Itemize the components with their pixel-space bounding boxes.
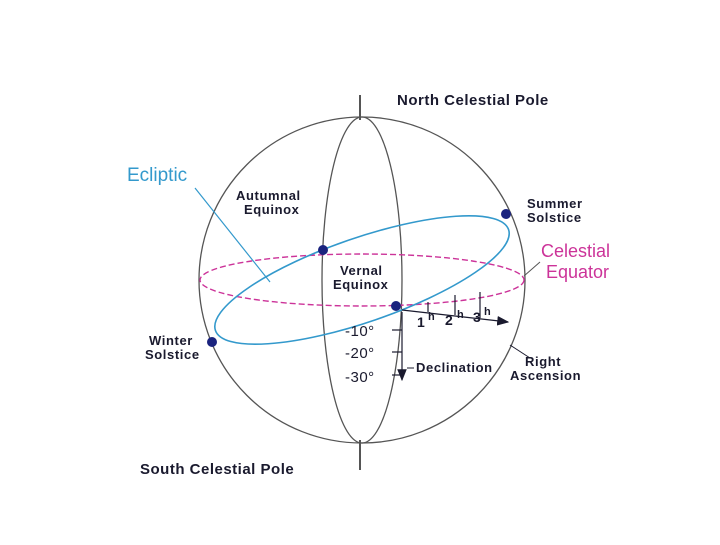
declination-tick-label-1: -10° (345, 323, 375, 340)
equator-label-line-1: Celestial (541, 241, 610, 261)
ecliptic-label: Ecliptic (127, 165, 187, 186)
south-pole-label: South Celestial Pole (140, 461, 294, 478)
equator-label-line-2: Equator (546, 262, 609, 282)
declination-label: Declination (416, 360, 493, 375)
right-ascension-label-line-2: Ascension (510, 368, 581, 383)
summer-solstice-label-line-1: Summer (527, 196, 583, 211)
declination-tick-label-3: -30° (345, 369, 375, 386)
ra-tick-unit-2: h (457, 309, 464, 321)
ra-tick-label-1: 1 (417, 314, 425, 330)
declination-tick-label-2: -20° (345, 345, 375, 362)
autumnal-equinox-label-line-1: Autumnal (236, 188, 301, 203)
winter-solstice-label-line-1: Winter (149, 333, 193, 348)
vernal-equinox-label-line-1: Vernal (340, 263, 383, 278)
ra-tick-label-2: 2 (445, 312, 453, 328)
winter-solstice-label-line-2: Solstice (145, 347, 200, 362)
autumnal-equinox-label-line-2: Equinox (244, 202, 300, 217)
north-pole-label: North Celestial Pole (397, 92, 549, 109)
winter-solstice-point (207, 337, 217, 347)
summer-solstice-point (501, 209, 511, 219)
right-ascension-label-line-1: Right (525, 354, 561, 369)
equator-leader-line (524, 262, 540, 276)
vernal-equinox-label-line-2: Equinox (333, 277, 389, 292)
ra-tick-label-3: 3 (473, 309, 481, 325)
ra-tick-unit-3: h (484, 306, 491, 318)
summer-solstice-label-line-2: Solstice (527, 210, 582, 225)
ra-tick-unit-1: h (428, 311, 435, 323)
autumnal-equinox-point (318, 245, 328, 255)
vernal-equinox-point (391, 301, 401, 311)
